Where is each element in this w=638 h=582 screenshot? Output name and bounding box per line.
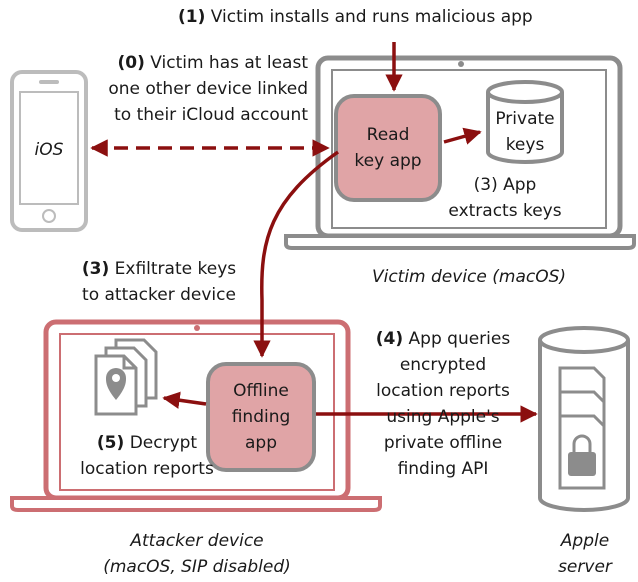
- attacker-caption-line1: Attacker device: [130, 531, 264, 551]
- step-4-line6: finding API: [397, 459, 489, 479]
- ios-label: iOS: [34, 140, 64, 160]
- read-key-app-label: Read key app: [336, 122, 440, 174]
- step-3-exfiltrate-label: (3) Exfiltrate keys to attacker device: [64, 256, 254, 308]
- step-0-label: (0) Victim has at least one other device…: [60, 50, 308, 128]
- private-keys-label: Private keys: [486, 106, 564, 158]
- step-4-label: (4) App queries encrypted location repor…: [360, 326, 526, 482]
- step-5-number: (5): [96, 433, 125, 453]
- private-keys-cylinder-icon: [486, 80, 564, 164]
- step-5-label: (5) Decrypt location reports: [72, 430, 222, 482]
- offline-finding-app-label: Offline finding app: [208, 378, 314, 456]
- step-4-line3: location reports: [376, 381, 510, 401]
- victim-device-caption: Victim device (macOS): [371, 267, 567, 287]
- offline-app-line2: finding: [231, 407, 291, 427]
- step-0-line3: to their iCloud account: [114, 105, 308, 125]
- attacker-caption-line2: (macOS, SIP disabled): [103, 557, 291, 577]
- arrow-extract-keys: [443, 127, 482, 145]
- step-4-line5: private offline: [383, 433, 503, 453]
- private-keys-line1: Private: [495, 109, 555, 129]
- step-0-line2: one other device linked: [108, 79, 308, 99]
- location-documents-icon: [94, 338, 158, 416]
- arrow-decrypt: [162, 391, 207, 409]
- step-1-number: (1): [178, 7, 206, 27]
- step-5-line1: Decrypt: [129, 433, 198, 453]
- private-keys-line2: keys: [505, 135, 545, 155]
- offline-finding-app-box: [206, 362, 316, 472]
- step-0-line1: Victim has at least: [150, 53, 308, 73]
- offline-app-line1: Offline: [233, 381, 289, 401]
- apple-server-icon: [538, 326, 630, 512]
- step-1-text: Victim installs and runs malicious app: [210, 7, 533, 27]
- ios-phone-icon: [10, 70, 88, 232]
- step-3-exfiltrate-number: (3): [81, 259, 110, 279]
- step-4-number: (4): [375, 329, 404, 349]
- apple-server-caption: Apple server: [540, 528, 630, 580]
- step-3-extract-label: (3) App extracts keys: [440, 172, 570, 224]
- read-key-app-line1: Read: [366, 125, 410, 145]
- step-4-line4: using Apple's: [386, 407, 500, 427]
- attacker-device-caption: Attacker device (macOS, SIP disabled): [60, 528, 334, 580]
- step-3-exfiltrate-line2: to attacker device: [82, 285, 236, 305]
- step-1-label: (1) Victim installs and runs malicious a…: [178, 4, 533, 30]
- apple-caption-line1: Apple: [560, 531, 610, 551]
- step-3-extract-line1: (3) App: [473, 175, 537, 195]
- step-4-line2: encrypted: [399, 355, 487, 375]
- step-3-exfiltrate-line1: Exfiltrate keys: [114, 259, 237, 279]
- step-3-extract-line2: extracts keys: [448, 201, 562, 221]
- step-4-line1: App queries: [408, 329, 511, 349]
- offline-app-line3: app: [245, 433, 277, 453]
- step-5-line2: location reports: [80, 459, 214, 479]
- read-key-app-box: [334, 94, 442, 202]
- step-0-number: (0): [117, 53, 145, 73]
- read-key-app-line2: key app: [354, 151, 422, 171]
- apple-caption-line2: server: [558, 557, 612, 577]
- arrow-exfiltrate: [253, 150, 340, 358]
